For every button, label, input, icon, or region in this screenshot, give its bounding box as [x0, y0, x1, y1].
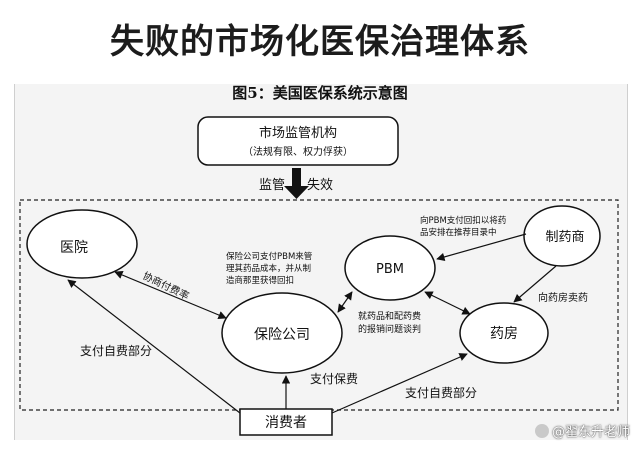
- label-insurer-pbm-2: 理其药品成本，并从制: [226, 263, 311, 274]
- node-insurer: 保险公司: [221, 292, 343, 374]
- edge-pbm-pharmacy: [424, 291, 471, 315]
- node-consumer: 消费者: [239, 408, 333, 436]
- regulation-label-left: 监管: [259, 178, 285, 193]
- label-insurer-pbm-1: 保险公司支付PBM来管: [226, 251, 312, 262]
- watermark-logo-icon: [534, 424, 549, 438]
- node-hospital-label: 医院: [60, 240, 88, 256]
- edge-consumer-hospital: [67, 279, 241, 414]
- regulation-arrow: [284, 168, 309, 199]
- edge-insurer-pbm: [337, 291, 353, 313]
- node-pharmacy-label: 药房: [490, 326, 518, 342]
- label-consumer-insurer: 支付保费: [310, 372, 358, 386]
- label-pbm-pharmacy-1: 就药品和配药费: [358, 310, 421, 322]
- slide-title: 失败的市场化医保治理体系: [110, 22, 530, 62]
- label-manufacturer-pharmacy: 向药房卖药: [538, 291, 588, 304]
- node-pbm: PBM: [344, 235, 436, 301]
- node-manufacturer-label: 制药商: [545, 230, 584, 245]
- regulator-box: 市场监管机构 （法规有限、权力俘获）: [197, 116, 399, 166]
- edge-consumer-pharmacy: [331, 353, 468, 414]
- watermark: @翟东升老师: [534, 421, 630, 440]
- label-consumer-hospital: 支付自费部分: [80, 343, 152, 358]
- node-hospital: 医院: [26, 209, 138, 279]
- regulator-subtitle: （法规有限、权力俘获）: [243, 145, 353, 158]
- label-pbm-manufacturer-2: 品安排在推荐目录中: [420, 227, 497, 238]
- figure-caption: 图5：美国医保系统示意图: [232, 84, 408, 102]
- edge-manufacturer-pbm: [436, 233, 527, 261]
- node-pbm-label: PBM: [376, 262, 404, 277]
- label-insurer-pbm-3: 造商那里获得回扣: [226, 275, 294, 286]
- watermark-text: @翟东升老师: [551, 425, 630, 440]
- node-consumer-label: 消费者: [265, 415, 307, 431]
- label-pbm-manufacturer-1: 向PBM支付回扣以将药: [420, 215, 506, 226]
- node-manufacturer: 制药商: [523, 205, 601, 267]
- label-pbm-pharmacy-2: 的报销问题谈判: [358, 323, 421, 335]
- label-consumer-pharmacy: 支付自费部分: [405, 385, 477, 400]
- edge-hospital-insurer: [114, 271, 227, 319]
- regulation-label-right: 失效: [307, 178, 333, 193]
- node-pharmacy: 药房: [459, 302, 549, 364]
- edge-manufacturer-pharmacy: [513, 265, 557, 303]
- node-insurer-label: 保险公司: [254, 327, 310, 343]
- regulator-title: 市场监管机构: [259, 125, 337, 141]
